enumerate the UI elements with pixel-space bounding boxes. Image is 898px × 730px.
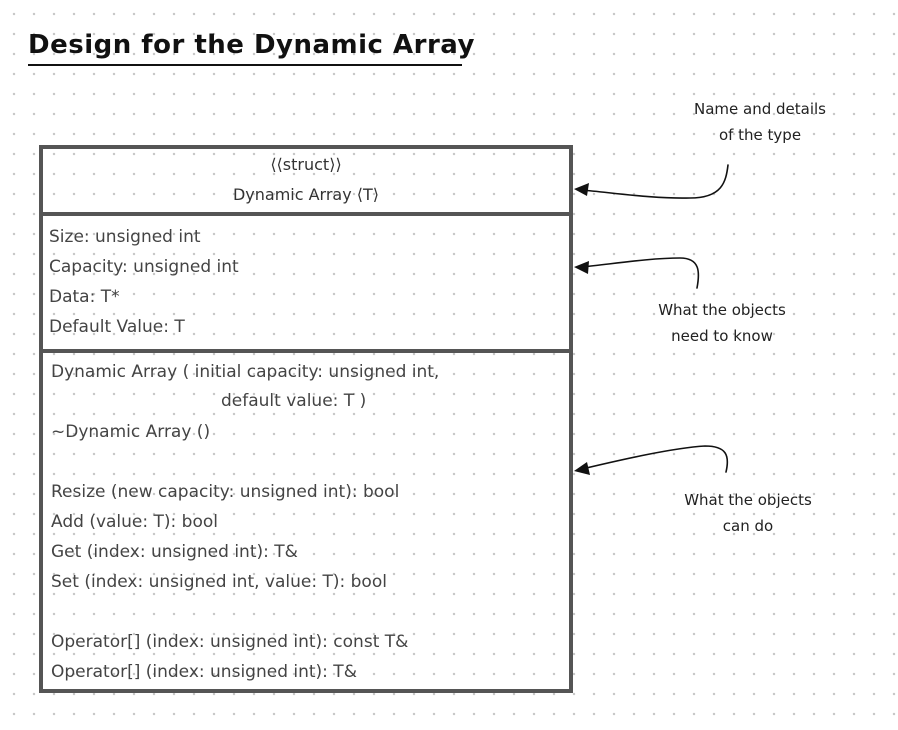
note-methods: What the objects can do [660, 487, 836, 539]
attribute-capacity: Capacity: unsigned int [49, 257, 239, 277]
note-methods-line-1: What the objects [684, 491, 812, 509]
title-underline [28, 64, 462, 66]
method-operator: Operator[] (index: unsigned int): T& [51, 662, 357, 682]
header-divider [43, 212, 569, 216]
arrow-to-attributes [581, 257, 700, 289]
arrowhead-attributes [574, 261, 589, 274]
attribute-data: Data: T* [49, 287, 120, 307]
method-resize: Resize (new capacity: unsigned int): boo… [51, 482, 400, 502]
uml-class-name: Dynamic Array ⟨T⟩ [232, 185, 380, 204]
attributes-divider [43, 349, 569, 353]
method-add: Add (value: T): bool [51, 512, 218, 532]
attribute-default-value: Default Value: T [49, 317, 185, 337]
method-set: Set (index: unsigned int, value: T): boo… [51, 572, 387, 592]
arrow-to-methods [581, 445, 729, 473]
method-constructor: Dynamic Array ( initial capacity: unsign… [51, 362, 440, 382]
uml-class-box: ⟨⟨struct⟩⟩ Dynamic Array ⟨T⟩ Size: unsig… [39, 145, 573, 693]
arrow-to-header [581, 164, 729, 199]
note-fields-line-1: What the objects [658, 301, 786, 319]
note-fields: What the objects need to know [634, 297, 810, 349]
note-methods-line-2: can do [722, 517, 774, 535]
method-destructor: ~Dynamic Array () [51, 422, 211, 442]
note-type-line-2: of the type [718, 126, 802, 144]
uml-stereotype: ⟨⟨struct⟩⟩ [270, 155, 342, 174]
note-fields-line-2: need to know [671, 327, 773, 345]
note-type-details: Name and details of the type [672, 96, 848, 148]
method-constructor-continued: default value: T ) [221, 391, 367, 411]
note-type-line-1: Name and details [694, 100, 826, 118]
attribute-size: Size: unsigned int [49, 227, 201, 247]
uml-header-section: ⟨⟨struct⟩⟩ Dynamic Array ⟨T⟩ [43, 149, 569, 215]
diagram-title: Design for the Dynamic Array [28, 30, 475, 60]
arrowhead-header [574, 183, 589, 196]
method-get: Get (index: unsigned int): T& [51, 542, 298, 562]
arrowhead-methods [574, 462, 590, 475]
method-operator-const: Operator[] (index: unsigned int): const … [51, 632, 409, 652]
